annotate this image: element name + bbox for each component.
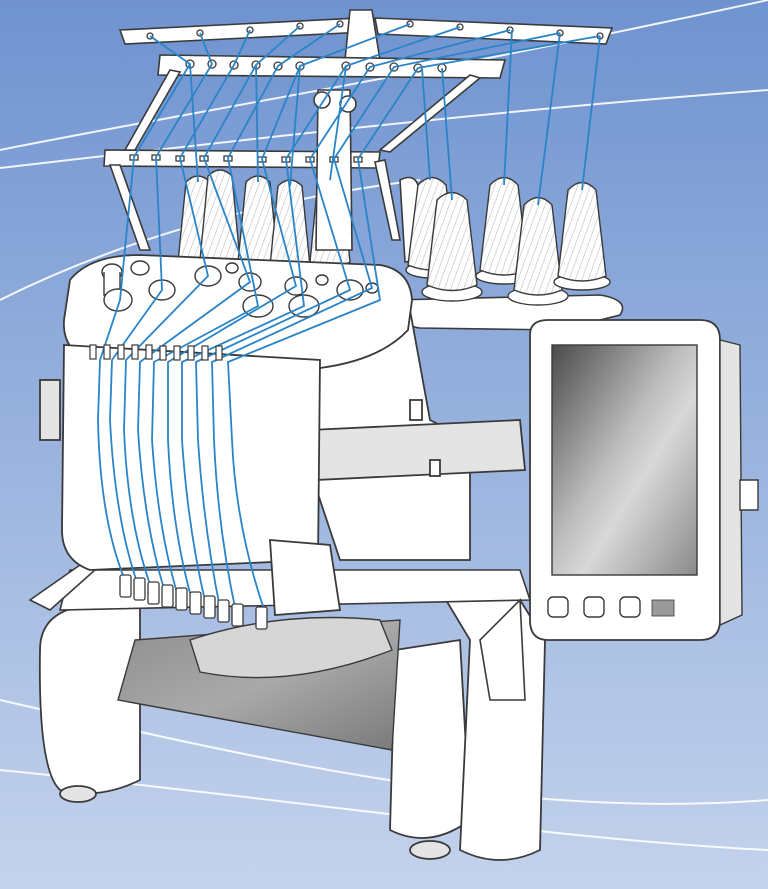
control-panel xyxy=(529,319,759,641)
hoop xyxy=(189,616,393,679)
thread-cones-right xyxy=(405,176,611,306)
panel-button[interactable] xyxy=(619,596,641,618)
thread-cone xyxy=(507,196,569,306)
panel-button[interactable] xyxy=(547,596,569,618)
panel-button[interactable] xyxy=(583,596,605,618)
needle-bars xyxy=(119,574,268,630)
thread-cone xyxy=(421,191,483,302)
panel-knob[interactable] xyxy=(739,479,759,511)
machine-arm xyxy=(299,299,526,561)
threads xyxy=(97,23,601,616)
speaker-grille xyxy=(651,599,675,617)
lcd-screen[interactable] xyxy=(551,344,698,576)
thread-cone xyxy=(553,181,611,291)
take-up-levers xyxy=(89,344,223,361)
